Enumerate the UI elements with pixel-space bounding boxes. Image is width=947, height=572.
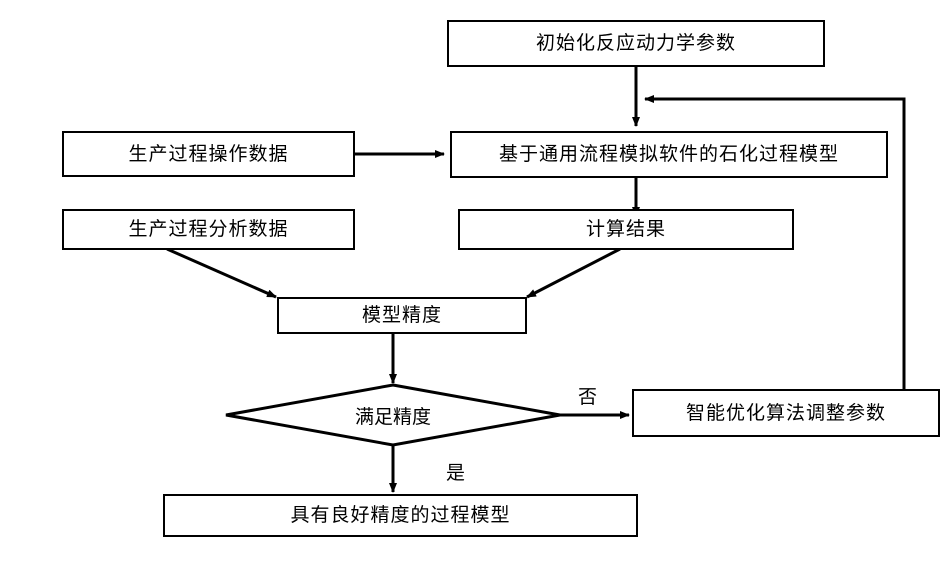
node-process-model[interactable]: 基于通用流程模拟软件的石化过程模型 (450, 131, 888, 178)
node-analysis-data-label: 生产过程分析数据 (128, 218, 289, 240)
edge-label-no: 否 (578, 382, 597, 409)
edge-optimize-feedback (644, 95, 906, 389)
edge-result-to-accuracy (526, 247, 621, 299)
node-model-accuracy[interactable]: 模型精度 (277, 297, 527, 334)
node-calc-result[interactable]: 计算结果 (458, 209, 794, 250)
node-optimize-params[interactable]: 智能优化算法调整参数 (632, 389, 940, 437)
node-analysis-data[interactable]: 生产过程分析数据 (62, 209, 355, 250)
edge-analysisdata-to-accuracy (166, 247, 277, 299)
edge-label-no-text: 否 (578, 386, 598, 408)
node-calc-result-label: 计算结果 (585, 218, 666, 240)
node-operation-data[interactable]: 生产过程操作数据 (62, 131, 355, 177)
node-optimize-params-label: 智能优化算法调整参数 (685, 401, 886, 424)
node-accuracy-check-label: 满足精度 (354, 405, 431, 428)
node-model-accuracy-label: 模型精度 (361, 304, 442, 326)
node-final-model-label: 具有良好精度的过程模型 (290, 504, 511, 526)
node-process-model-label: 基于通用流程模拟软件的石化过程模型 (498, 143, 839, 165)
node-operation-data-label: 生产过程操作数据 (128, 142, 289, 165)
edge-label-yes: 是 (446, 458, 465, 485)
edge-label-yes-text: 是 (446, 462, 466, 484)
node-init-params-label: 初始化反应动力学参数 (535, 32, 736, 54)
node-accuracy-check[interactable]: 满足精度 (293, 400, 493, 430)
node-final-model[interactable]: 具有良好精度的过程模型 (163, 494, 638, 537)
node-init-params[interactable]: 初始化反应动力学参数 (447, 20, 825, 67)
